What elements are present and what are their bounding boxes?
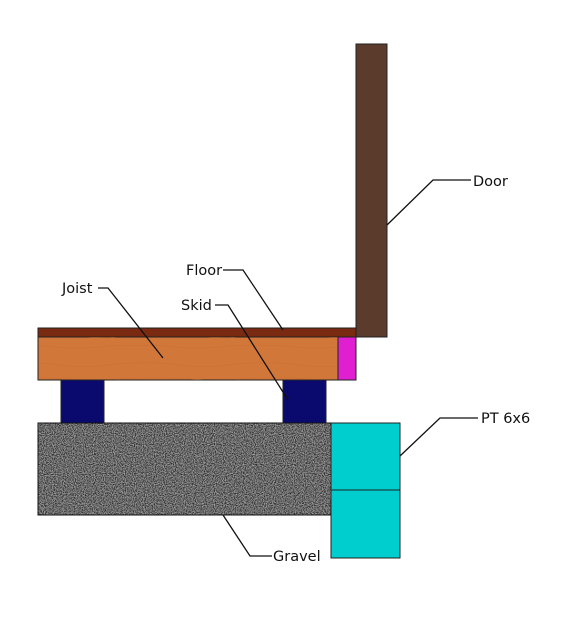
joist-leader — [98, 287, 164, 359]
gravel-bed — [38, 423, 331, 515]
floor-label: Floor — [186, 263, 222, 279]
door-label: Door — [473, 174, 508, 190]
gravel-label: Gravel — [273, 549, 321, 565]
gravel-leader — [222, 514, 272, 557]
floor — [37, 327, 357, 338]
door — [355, 43, 388, 338]
joist-grain — [38, 337, 338, 380]
door-leader — [386, 179, 471, 226]
floor-leader — [223, 269, 284, 331]
rim-board — [337, 336, 357, 381]
pt-6x6-upper — [330, 422, 401, 491]
skid-right — [282, 379, 327, 424]
skid-leader — [215, 304, 289, 401]
skid-label: Skid — [181, 298, 212, 314]
joist-label: Joist — [61, 281, 93, 297]
skid-left — [60, 379, 105, 424]
pt-6x6-label: PT 6x6 — [481, 411, 530, 427]
pt-6x6-lower — [330, 489, 401, 559]
pt-6x6-leader — [399, 417, 478, 457]
